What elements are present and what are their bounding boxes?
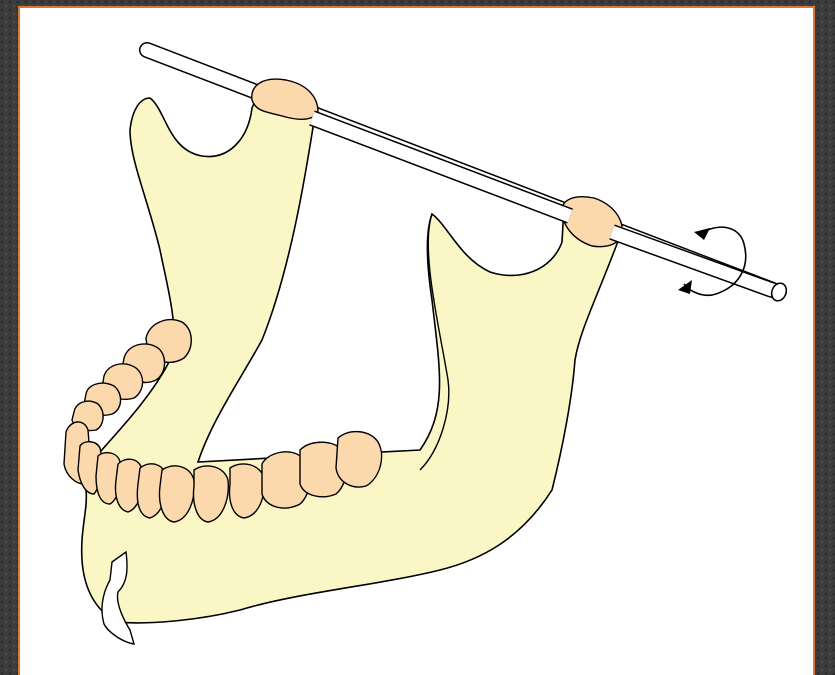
mandible-diagram: [0, 0, 835, 675]
slide-background: [0, 0, 835, 675]
